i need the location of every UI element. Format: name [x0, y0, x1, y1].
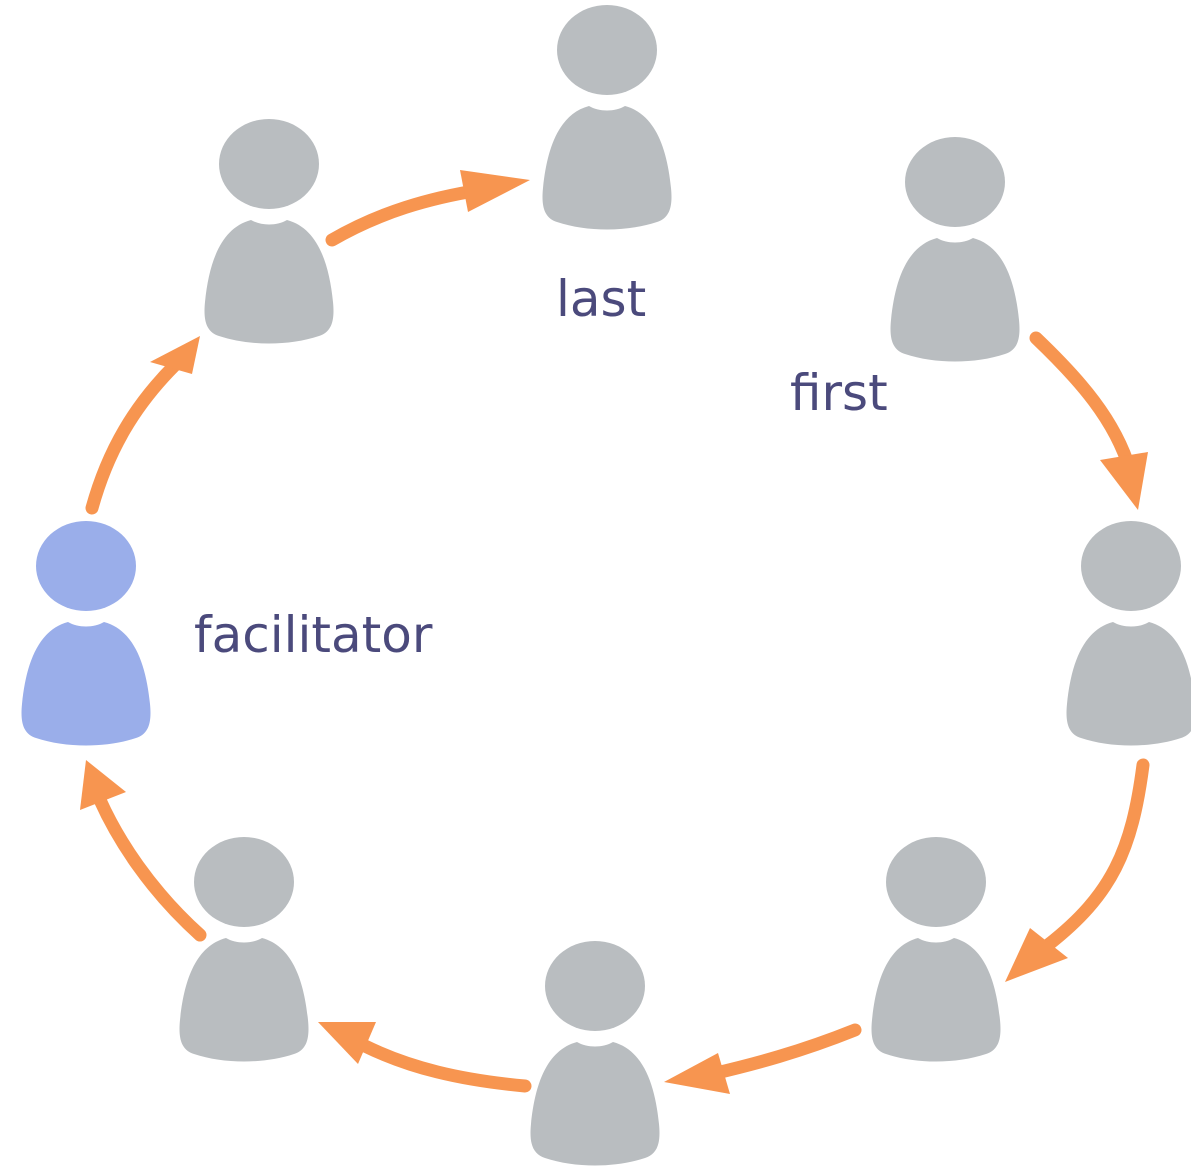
arrow-first-to-right: [1029, 331, 1148, 510]
person-bottom-right: [871, 837, 1001, 1062]
person-right: [1066, 521, 1191, 746]
person-bottom: [530, 941, 660, 1166]
arrow-bottom-right-to-bottom: [664, 1023, 862, 1094]
arrow-top-left-to-last: [325, 170, 530, 247]
people: [21, 5, 1191, 1166]
person-first: [890, 137, 1020, 362]
person-bottom-left: [179, 837, 309, 1062]
person-facilitator: [21, 521, 151, 746]
arrow-bottom-to-bottom-left: [318, 1022, 532, 1093]
person-last: [542, 5, 672, 230]
arrow-right-to-bottom-right: [1005, 758, 1150, 982]
arrows: [80, 170, 1150, 1094]
label-last: last: [556, 270, 646, 328]
person-top-left: [204, 119, 334, 344]
label-first: first: [790, 364, 888, 422]
arrow-bottom-left-to-facilitator: [80, 760, 207, 942]
arrow-facilitator-to-top-left: [85, 336, 200, 515]
label-facilitator: facilitator: [194, 606, 433, 664]
